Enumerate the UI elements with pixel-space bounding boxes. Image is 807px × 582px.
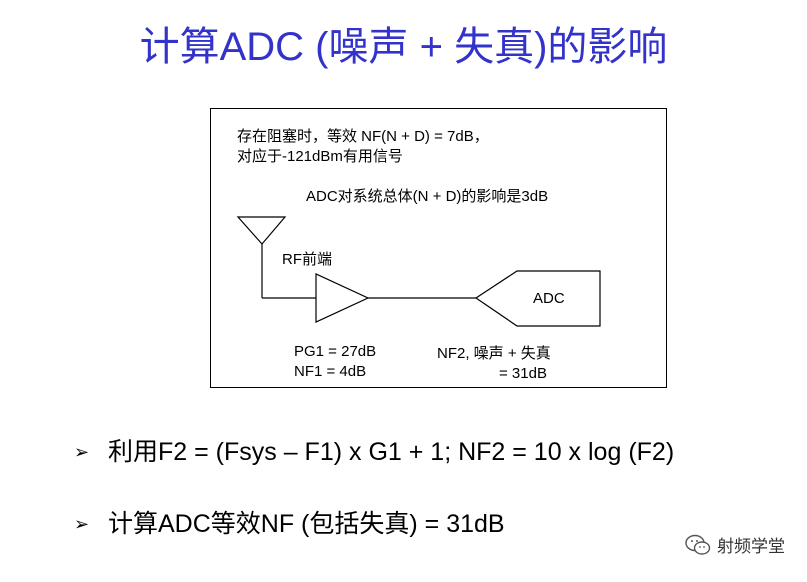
watermark-text: 射频学堂 [717, 537, 785, 556]
rf-frontend-label: RF前端 [282, 251, 332, 268]
bullet-item: ➢ 利用F2 = (Fsys – F1) x G1 + 1; NF2 = 10 x… [74, 432, 674, 468]
bullet-text: 计算ADC等效NF (包括失真) = 31dB [108, 510, 505, 538]
amplifier-icon [315, 273, 370, 323]
diagram-frame [210, 108, 667, 388]
nf2-label-line2: = 31dB [499, 365, 547, 382]
page-title: 计算ADC (噪声 + 失真)的影响 [139, 25, 668, 69]
adc-block [474, 270, 601, 327]
arrow-bullet-icon: ➢ [74, 442, 90, 462]
adc-effect-text: ADC对系统总体(N + D)的影响是3dB [306, 188, 549, 205]
arrow-bullet-icon: ➢ [74, 514, 90, 534]
nf2-label-line1: NF2, 噪声 + 失真 [437, 345, 551, 362]
blocking-note-line1: 存在阻塞时，等效 NF(N + D) = 7dB， [237, 128, 489, 145]
antenna-icon [236, 216, 287, 245]
adc-label: ADC [533, 290, 565, 307]
bullet-text: 利用F2 = (Fsys – F1) x G1 + 1; NF2 = 10 x … [108, 438, 675, 466]
watermark: 射频学堂 [685, 532, 785, 557]
blocking-note-line2: 对应于-121dBm有用信号 [237, 148, 403, 165]
bullet-item: ➢ 计算ADC等效NF (包括失真) = 31dB [74, 504, 505, 540]
wechat-icon [685, 534, 711, 555]
pg1-label: PG1 = 27dB [294, 343, 377, 360]
nf1-label: NF1 = 4dB [294, 363, 367, 380]
